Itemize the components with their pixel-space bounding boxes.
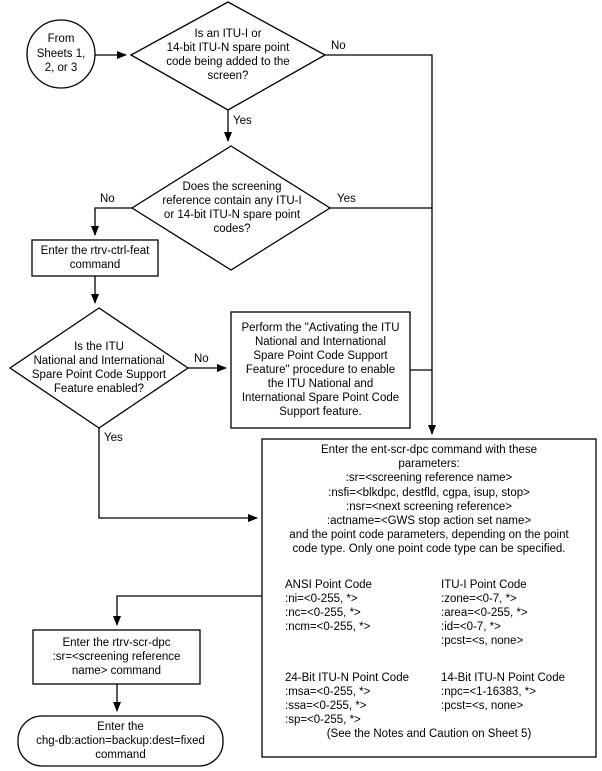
terminator-chg-db-shape <box>17 715 224 767</box>
edge-label-decision-1-yes: Yes <box>233 115 252 127</box>
process-rtrv-ctrl-feat-shape <box>31 239 159 277</box>
edge-decision-3-yes-to-ent-scr-dpc <box>98 428 258 522</box>
edge-label-decision-1-no: No <box>331 40 346 52</box>
ansi-point-code-params: :ni=<0-255, *> :nc=<0-255, *> :ncm=<0-25… <box>285 593 371 633</box>
ansi-point-code-heading: ANSI Point Code <box>285 579 372 591</box>
decision-3-shape <box>8 307 190 429</box>
edge-decision-1-no-to-ent-scr-dpc <box>325 54 436 435</box>
itu-i-point-code-heading: ITU-I Point Code <box>441 579 527 591</box>
decision-1-shape <box>129 1 327 111</box>
edge-label-decision-2-no: No <box>100 193 115 205</box>
start-connector-shape <box>26 19 96 89</box>
edge-label-decision-3-no: No <box>194 353 209 365</box>
process-ent-scr-dpc-header: Enter the ent-scr-dpc command with these… <box>289 444 569 556</box>
edge-label-decision-3-yes: Yes <box>104 432 123 444</box>
process-ent-scr-dpc-shape <box>261 438 597 758</box>
process-activate-feature-shape <box>230 311 411 429</box>
edge-ent-scr-dpc-to-rtrv-scr-dpc <box>113 595 262 626</box>
decision-2-shape <box>130 145 332 271</box>
itu-i-point-code-params: :zone=<0-7, *> :area=<0-255, *> :id=<0-7… <box>441 593 528 647</box>
edge-label-decision-2-yes: Yes <box>337 193 356 205</box>
itu-n-14bit-point-code-params: :npc=<1-16383, *> :pcst=<s, none> <box>441 686 536 712</box>
edge-decision-2-no-to-rtrv-ctrl-feat <box>91 207 132 236</box>
process-ent-scr-dpc-footnote: (See the Notes and Caution on Sheet 5) <box>326 728 532 740</box>
itu-n-24bit-point-code-params: :msa=<0-255, *> :ssa=<0-255, *> :sp=<0-2… <box>285 686 371 726</box>
itu-n-14bit-point-code-heading: 14-Bit ITU-N Point Code <box>441 672 565 684</box>
process-rtrv-scr-dpc-shape <box>32 629 201 685</box>
itu-n-24bit-point-code-heading: 24-Bit ITU-N Point Code <box>285 672 409 684</box>
